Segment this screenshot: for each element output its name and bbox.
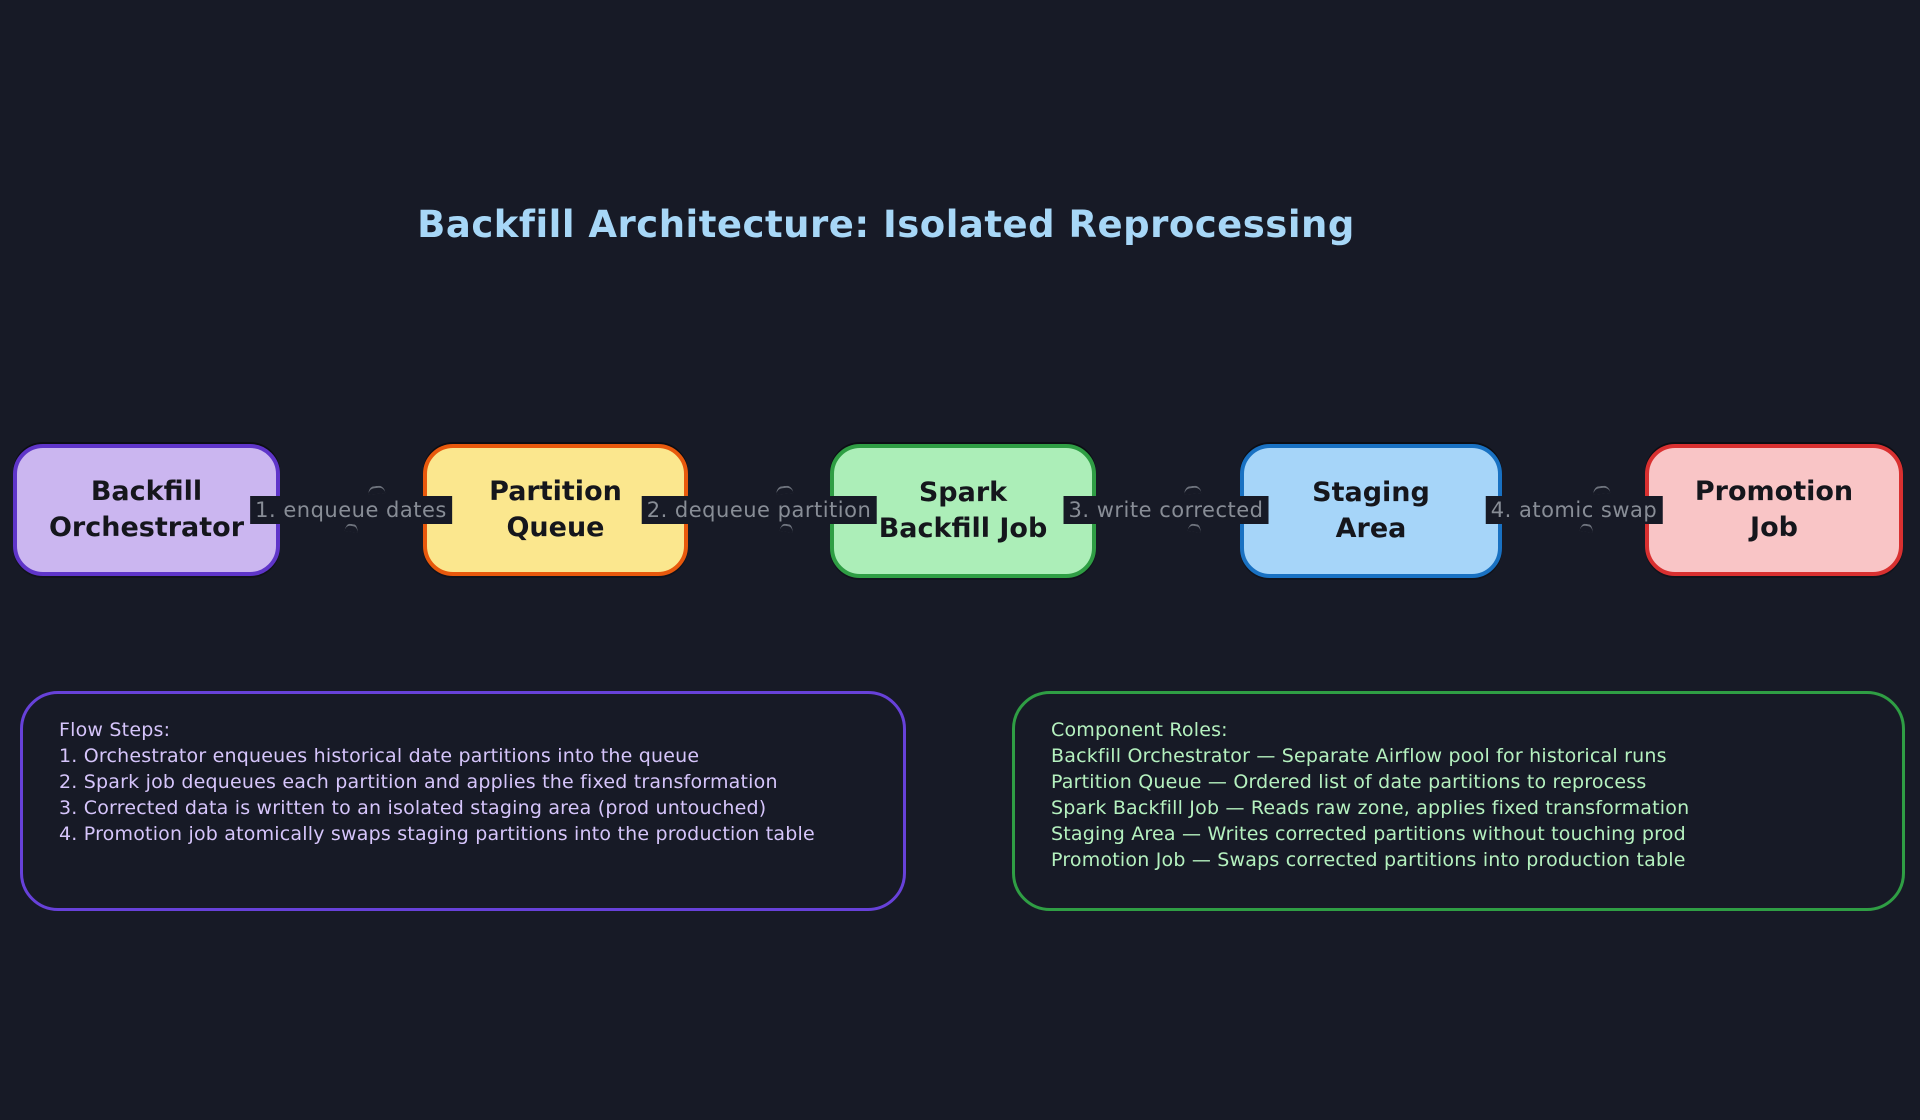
edge-label-atomic-swap: 4. atomic swap: [1485, 496, 1663, 524]
node-label: Staging Area: [1312, 477, 1430, 544]
note-line: 3. Corrected data is written to an isola…: [59, 797, 767, 819]
node-staging-area[interactable]: Staging Area: [1240, 444, 1502, 578]
flow-steps-note: Flow Steps: 1. Orchestrator enqueues his…: [20, 691, 906, 911]
arrowhead-tick-icon: [367, 485, 386, 495]
arrowhead-tick-icon: [779, 523, 794, 533]
note-line: Backfill Orchestrator — Separate Airflow…: [1051, 745, 1667, 767]
arrowhead-tick-icon: [344, 523, 359, 533]
node-label: Backfill Orchestrator: [48, 476, 245, 543]
node-label: Spark Backfill Job: [878, 477, 1048, 544]
node-promotion-job[interactable]: Promotion Job: [1645, 444, 1903, 576]
arrowhead-tick-icon: [1183, 485, 1202, 495]
note-line: Partition Queue — Ordered list of date p…: [1051, 771, 1647, 793]
note-line: Component Roles:: [1051, 719, 1228, 741]
note-line: Spark Backfill Job — Reads raw zone, app…: [1051, 797, 1690, 819]
node-label: Promotion Job: [1694, 476, 1854, 543]
note-line: Flow Steps:: [59, 719, 171, 741]
note-line: Staging Area — Writes corrected partitio…: [1051, 823, 1686, 845]
note-line: Promotion Job — Swaps corrected partitio…: [1051, 849, 1686, 871]
note-line: 1. Orchestrator enqueues historical date…: [59, 745, 700, 767]
note-line: 4. Promotion job atomically swaps stagin…: [59, 823, 815, 845]
node-label: Partition Queue: [489, 476, 622, 543]
arrowhead-tick-icon: [775, 485, 794, 495]
node-backfill-orchestrator[interactable]: Backfill Orchestrator: [13, 444, 280, 576]
diagram-title: Backfill Architecture: Isolated Reproces…: [417, 203, 1355, 246]
edge-label-dequeue-partition: 2. dequeue partition: [641, 496, 877, 524]
arrowhead-tick-icon: [1579, 523, 1594, 533]
arrowhead-tick-icon: [1592, 485, 1611, 495]
note-line: 2. Spark job dequeues each partition and…: [59, 771, 778, 793]
component-roles-note: Component Roles: Backfill Orchestrator —…: [1012, 691, 1905, 911]
arrowhead-tick-icon: [1187, 523, 1202, 533]
edge-label-write-corrected: 3. write corrected: [1063, 496, 1269, 524]
edge-label-enqueue-dates: 1. enqueue dates: [250, 496, 452, 524]
